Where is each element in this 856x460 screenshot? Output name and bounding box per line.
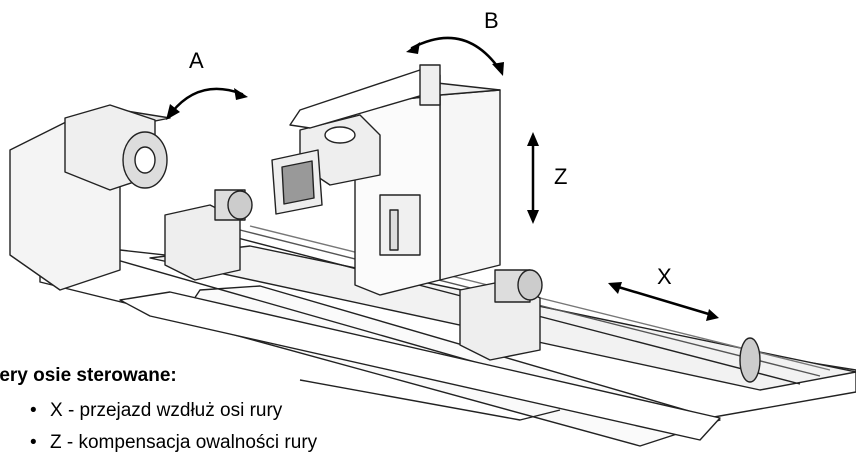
bullet-dot: • [30, 432, 37, 453]
bullet-x: • X - przejazd wzdłuż osi rury [30, 400, 282, 422]
bullet-text: X - przejazd wzdłuż osi rury [50, 400, 283, 421]
axis-x-arrow [613, 284, 714, 317]
axis-b-arrow [410, 36, 502, 72]
bullet-dot: • [30, 400, 37, 421]
front-tray [119, 291, 721, 441]
column-side [439, 89, 501, 281]
axis-b-label: B [484, 8, 499, 33]
axis-a-arrow [170, 87, 244, 114]
caption-title: tery osie sterowane: [0, 365, 177, 386]
axis-z-label: Z [554, 164, 568, 189]
axis-a-label: A [189, 48, 204, 73]
bullet-z: • Z - kompensacja owalności rury [30, 432, 317, 454]
pipe-end [739, 337, 761, 383]
bullet-text: Z - kompensacja owalności rury [50, 432, 318, 453]
axis-x-label: X [657, 264, 672, 289]
support-left [164, 204, 241, 281]
